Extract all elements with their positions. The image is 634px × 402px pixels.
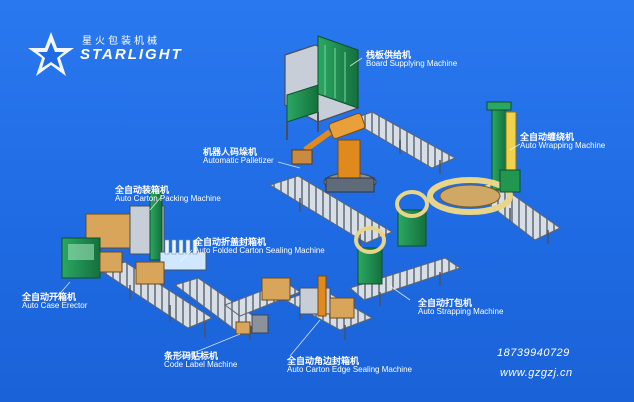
label-folded-sealing: 全自动折盖封箱机 Auto Folded Carton Sealing Mach… (194, 237, 325, 256)
contact-phone: 18739940729 (497, 347, 570, 359)
leader-lines (55, 57, 521, 357)
brand-name-cn: 星火包装机械 (82, 36, 160, 47)
label-auto-wrapping: 全自动缠绕机 Auto Wrapping Machine (520, 132, 606, 151)
label-code-label: 条形码贴标机 Code Label Machine (164, 351, 238, 370)
brand-name-en: STARLIGHT (80, 46, 183, 63)
label-case-erector: 全自动开箱机 Auto Case Erector (22, 292, 88, 311)
starlight-logo: 星火包装机械 STARLIGHT (26, 30, 186, 86)
label-edge-sealing: 全自动角边封箱机 Auto Carton Edge Sealing Machin… (287, 356, 412, 375)
conveyor-strapping (348, 257, 462, 301)
starlight-star-icon (28, 32, 74, 76)
conveyor-to-palletizer (268, 175, 394, 244)
board-supplying-machine (284, 35, 359, 140)
label-palletizer: 机器人码垛机 Automatic Palletizer (203, 147, 274, 166)
code-label-machine (235, 314, 269, 335)
strapping-machine-1 (354, 226, 386, 285)
edge-sealing-machine (299, 275, 355, 319)
folded-carton-sealer (135, 261, 291, 301)
auto-wrapping-machine (427, 101, 521, 215)
conveyor-board-supply (348, 111, 457, 169)
case-erector (61, 237, 123, 279)
robot-palletizer (291, 113, 377, 193)
carton-packing-machine (85, 189, 207, 271)
strapping-machine-2 (395, 190, 429, 247)
contact-website: www.gzgzj.cn (500, 367, 573, 379)
label-strapping: 全自动打包机 Auto Strapping Machine (418, 298, 504, 317)
label-board-supplying: 栈板供给机 Board Supplying Machine (366, 50, 458, 69)
label-carton-packing: 全自动装箱机 Auto Carton Packing Machine (115, 185, 221, 204)
